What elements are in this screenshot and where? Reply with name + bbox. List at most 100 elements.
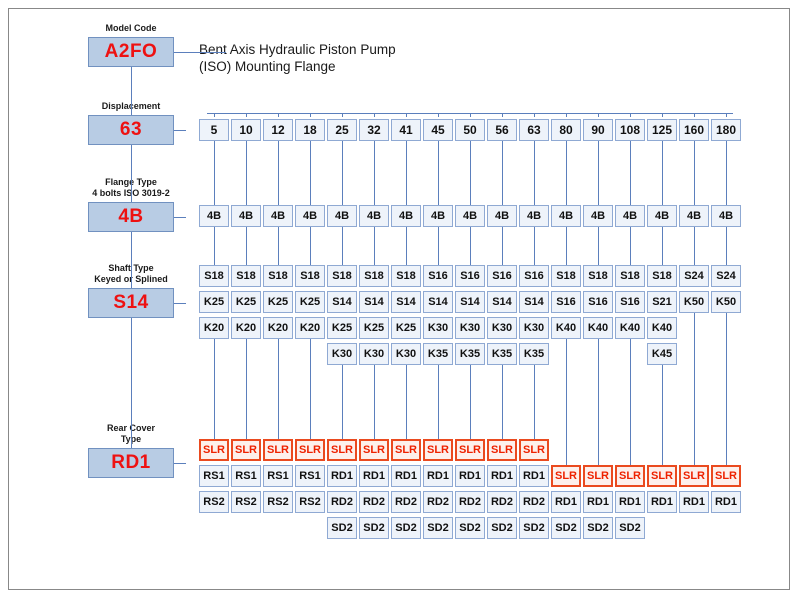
- option-cell[interactable]: K35: [519, 343, 549, 365]
- option-cell[interactable]: RD2: [391, 491, 421, 513]
- option-cell[interactable]: RS2: [295, 491, 325, 513]
- option-cell[interactable]: 180: [711, 119, 741, 141]
- option-cell[interactable]: RD1: [487, 465, 517, 487]
- option-cell[interactable]: S18: [199, 265, 229, 287]
- option-cell[interactable]: 63: [519, 119, 549, 141]
- option-cell[interactable]: 4B: [615, 205, 645, 227]
- option-cell[interactable]: RS2: [231, 491, 261, 513]
- option-cell[interactable]: K25: [391, 317, 421, 339]
- option-cell[interactable]: SLR: [615, 465, 645, 487]
- option-cell[interactable]: S14: [519, 291, 549, 313]
- option-cell[interactable]: 108: [615, 119, 645, 141]
- option-cell[interactable]: 4B: [295, 205, 325, 227]
- option-cell[interactable]: S16: [551, 291, 581, 313]
- option-cell[interactable]: SLR: [391, 439, 421, 461]
- option-cell[interactable]: S18: [295, 265, 325, 287]
- option-cell[interactable]: K25: [295, 291, 325, 313]
- option-cell[interactable]: SLR: [519, 439, 549, 461]
- option-cell[interactable]: K20: [295, 317, 325, 339]
- option-cell[interactable]: S16: [519, 265, 549, 287]
- option-cell[interactable]: RD1: [551, 491, 581, 513]
- option-cell[interactable]: 32: [359, 119, 389, 141]
- option-cell[interactable]: S24: [711, 265, 741, 287]
- option-cell[interactable]: SLR: [263, 439, 293, 461]
- option-cell[interactable]: 4B: [519, 205, 549, 227]
- option-cell[interactable]: S18: [647, 265, 677, 287]
- option-cell[interactable]: 4B: [551, 205, 581, 227]
- option-cell[interactable]: S18: [231, 265, 261, 287]
- option-cell[interactable]: RD2: [423, 491, 453, 513]
- option-cell[interactable]: 4B: [647, 205, 677, 227]
- option-cell[interactable]: SLR: [423, 439, 453, 461]
- selector-value-3[interactable]: S14: [88, 288, 174, 318]
- option-cell[interactable]: S18: [615, 265, 645, 287]
- option-cell[interactable]: SD2: [551, 517, 581, 539]
- option-cell[interactable]: 10: [231, 119, 261, 141]
- option-cell[interactable]: K30: [327, 343, 357, 365]
- option-cell[interactable]: SD2: [391, 517, 421, 539]
- option-cell[interactable]: SLR: [583, 465, 613, 487]
- option-cell[interactable]: K35: [455, 343, 485, 365]
- option-cell[interactable]: K25: [359, 317, 389, 339]
- option-cell[interactable]: SLR: [199, 439, 229, 461]
- option-cell[interactable]: RD1: [359, 465, 389, 487]
- option-cell[interactable]: S14: [487, 291, 517, 313]
- option-cell[interactable]: RD1: [423, 465, 453, 487]
- option-cell[interactable]: 18: [295, 119, 325, 141]
- option-cell[interactable]: RD1: [647, 491, 677, 513]
- option-cell[interactable]: SD2: [423, 517, 453, 539]
- option-cell[interactable]: K40: [647, 317, 677, 339]
- option-cell[interactable]: S14: [455, 291, 485, 313]
- option-cell[interactable]: S18: [391, 265, 421, 287]
- option-cell[interactable]: 4B: [455, 205, 485, 227]
- option-cell[interactable]: SLR: [231, 439, 261, 461]
- option-cell[interactable]: K35: [487, 343, 517, 365]
- option-cell[interactable]: K20: [263, 317, 293, 339]
- option-cell[interactable]: SD2: [519, 517, 549, 539]
- option-cell[interactable]: 4B: [583, 205, 613, 227]
- option-cell[interactable]: S18: [359, 265, 389, 287]
- option-cell[interactable]: S18: [551, 265, 581, 287]
- option-cell[interactable]: K50: [679, 291, 709, 313]
- option-cell[interactable]: K20: [199, 317, 229, 339]
- option-cell[interactable]: S14: [391, 291, 421, 313]
- option-cell[interactable]: RS2: [263, 491, 293, 513]
- option-cell[interactable]: RD2: [327, 491, 357, 513]
- option-cell[interactable]: 4B: [231, 205, 261, 227]
- option-cell[interactable]: K30: [487, 317, 517, 339]
- option-cell[interactable]: K40: [551, 317, 581, 339]
- option-cell[interactable]: 160: [679, 119, 709, 141]
- selector-value-0[interactable]: A2FO: [88, 37, 174, 67]
- option-cell[interactable]: S14: [359, 291, 389, 313]
- option-cell[interactable]: S24: [679, 265, 709, 287]
- option-cell[interactable]: RS2: [199, 491, 229, 513]
- option-cell[interactable]: K25: [199, 291, 229, 313]
- option-cell[interactable]: SD2: [327, 517, 357, 539]
- option-cell[interactable]: SD2: [487, 517, 517, 539]
- option-cell[interactable]: S16: [583, 291, 613, 313]
- option-cell[interactable]: 4B: [199, 205, 229, 227]
- option-cell[interactable]: RS1: [231, 465, 261, 487]
- option-cell[interactable]: RD2: [359, 491, 389, 513]
- option-cell[interactable]: SD2: [615, 517, 645, 539]
- option-cell[interactable]: K30: [423, 317, 453, 339]
- option-cell[interactable]: 4B: [423, 205, 453, 227]
- option-cell[interactable]: SLR: [455, 439, 485, 461]
- option-cell[interactable]: 4B: [327, 205, 357, 227]
- option-cell[interactable]: S16: [455, 265, 485, 287]
- option-cell[interactable]: 25: [327, 119, 357, 141]
- option-cell[interactable]: S14: [327, 291, 357, 313]
- option-cell[interactable]: SLR: [679, 465, 709, 487]
- option-cell[interactable]: K40: [615, 317, 645, 339]
- option-cell[interactable]: K50: [711, 291, 741, 313]
- option-cell[interactable]: S16: [423, 265, 453, 287]
- option-cell[interactable]: RD1: [679, 491, 709, 513]
- option-cell[interactable]: RD1: [519, 465, 549, 487]
- option-cell[interactable]: 5: [199, 119, 229, 141]
- option-cell[interactable]: K25: [231, 291, 261, 313]
- option-cell[interactable]: 4B: [711, 205, 741, 227]
- option-cell[interactable]: 4B: [263, 205, 293, 227]
- option-cell[interactable]: RD1: [615, 491, 645, 513]
- option-cell[interactable]: SLR: [295, 439, 325, 461]
- option-cell[interactable]: SLR: [327, 439, 357, 461]
